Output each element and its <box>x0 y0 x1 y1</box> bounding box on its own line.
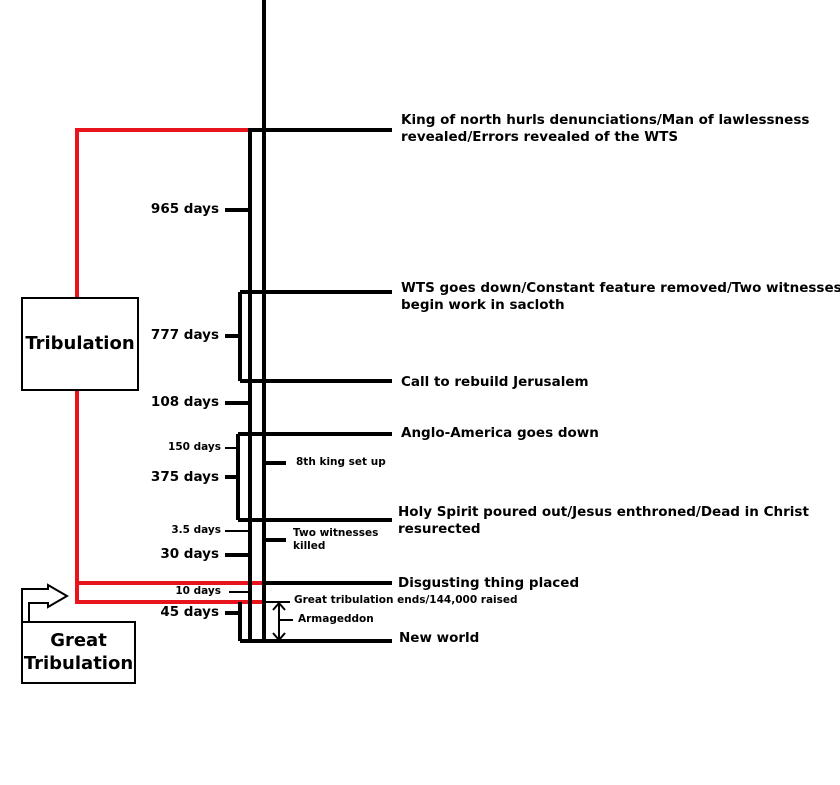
duration-10: 10 days <box>175 585 221 597</box>
duration-777: 777 days <box>150 327 219 343</box>
duration-3-5: 3.5 days <box>171 524 221 536</box>
great-tribulation-box: Great Tribulation <box>21 621 136 684</box>
duration-150: 150 days <box>168 441 221 453</box>
great-tribulation-arrow <box>21 583 69 622</box>
great-tribulation-label-2: Tribulation <box>23 652 134 674</box>
duration-965: 965 days <box>150 201 219 217</box>
duration-375: 375 days <box>150 469 219 485</box>
label-two-witnesses-killed: Two witnesses killed <box>293 527 379 553</box>
duration-30: 30 days <box>160 546 219 562</box>
label-8th-king: 8th king set up <box>296 456 386 468</box>
event-holy-spirit: Holy Spirit poured out/Jesus enthroned/D… <box>398 504 809 537</box>
tribulation-box: Tribulation <box>21 297 139 391</box>
event-wts-down: WTS goes down/Constant feature removed/T… <box>401 280 840 313</box>
tribulation-label: Tribulation <box>25 332 135 354</box>
duration-108: 108 days <box>150 394 219 410</box>
label-armageddon: Armageddon <box>298 613 374 625</box>
event-anglo-america: Anglo-America goes down <box>401 425 599 441</box>
tribulation-bracket <box>75 128 262 604</box>
event-new-world: New world <box>399 630 480 646</box>
duration-45: 45 days <box>160 604 219 620</box>
great-tribulation-label-1: Great <box>50 630 107 651</box>
event-great-tribulation-ends: Great tribulation ends/144,000 raised <box>294 594 518 606</box>
event-king-north: King of north hurls denunciations/Man of… <box>401 112 810 145</box>
event-jerusalem: Call to rebuild Jerusalem <box>401 374 589 390</box>
event-disgusting-thing: Disgusting thing placed <box>398 575 580 591</box>
